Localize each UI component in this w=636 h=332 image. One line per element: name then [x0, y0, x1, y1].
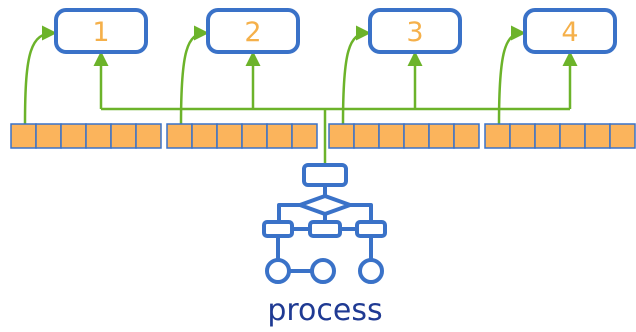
tape-cell	[509, 123, 536, 149]
tape-cell	[403, 123, 430, 149]
tape-cell	[85, 123, 112, 149]
connectors	[23, 25, 578, 165]
tape-cell	[484, 123, 511, 149]
segment-arrow-2	[179, 25, 209, 125]
process-caption: process	[267, 293, 382, 328]
tape-cell	[135, 123, 162, 149]
tape-cell	[584, 123, 611, 149]
tape-cell	[428, 123, 455, 149]
segment-arrow-1	[23, 25, 57, 125]
tape-cell	[378, 123, 405, 149]
tape-cell	[241, 123, 268, 149]
tape-cell	[35, 123, 62, 149]
segment-arrow-3	[341, 25, 371, 125]
flowchart-block-left	[262, 220, 294, 238]
flowchart-block-middle	[308, 220, 342, 238]
flowchart-decision-diamond	[298, 194, 352, 216]
tape-cell	[534, 123, 561, 149]
tape-cell	[216, 123, 243, 149]
output-box-2	[206, 8, 300, 54]
memory-tape	[10, 123, 636, 149]
output-box-1	[54, 8, 148, 54]
tape-cell	[453, 123, 480, 149]
output-box-label: 1	[92, 17, 109, 48]
output-box-3	[368, 8, 462, 54]
tape-cell	[328, 123, 355, 149]
flowchart-block-right	[355, 220, 387, 238]
flowchart-terminal-left	[265, 258, 291, 284]
output-box-label: 3	[406, 17, 423, 48]
tape-cell	[166, 123, 193, 149]
tape-cell	[559, 123, 586, 149]
tape-cell	[266, 123, 293, 149]
flowchart-terminal-right	[358, 258, 384, 284]
segment-arrow-4	[497, 25, 526, 125]
tape-cell	[60, 123, 87, 149]
output-boxes: 1 2 3 4	[54, 8, 617, 54]
output-box-label: 2	[244, 17, 261, 48]
tape-cell	[609, 123, 636, 149]
tape-cell	[110, 123, 137, 149]
tape-cell	[10, 123, 37, 149]
flowchart-process-icon	[262, 163, 387, 284]
tape-cell	[291, 123, 318, 149]
flowchart-start-block	[302, 163, 348, 187]
tape-cell	[191, 123, 218, 149]
flowchart-terminal-middle	[310, 258, 336, 284]
tape-cell	[353, 123, 380, 149]
output-box-4	[523, 8, 617, 54]
output-box-label: 4	[561, 17, 578, 48]
